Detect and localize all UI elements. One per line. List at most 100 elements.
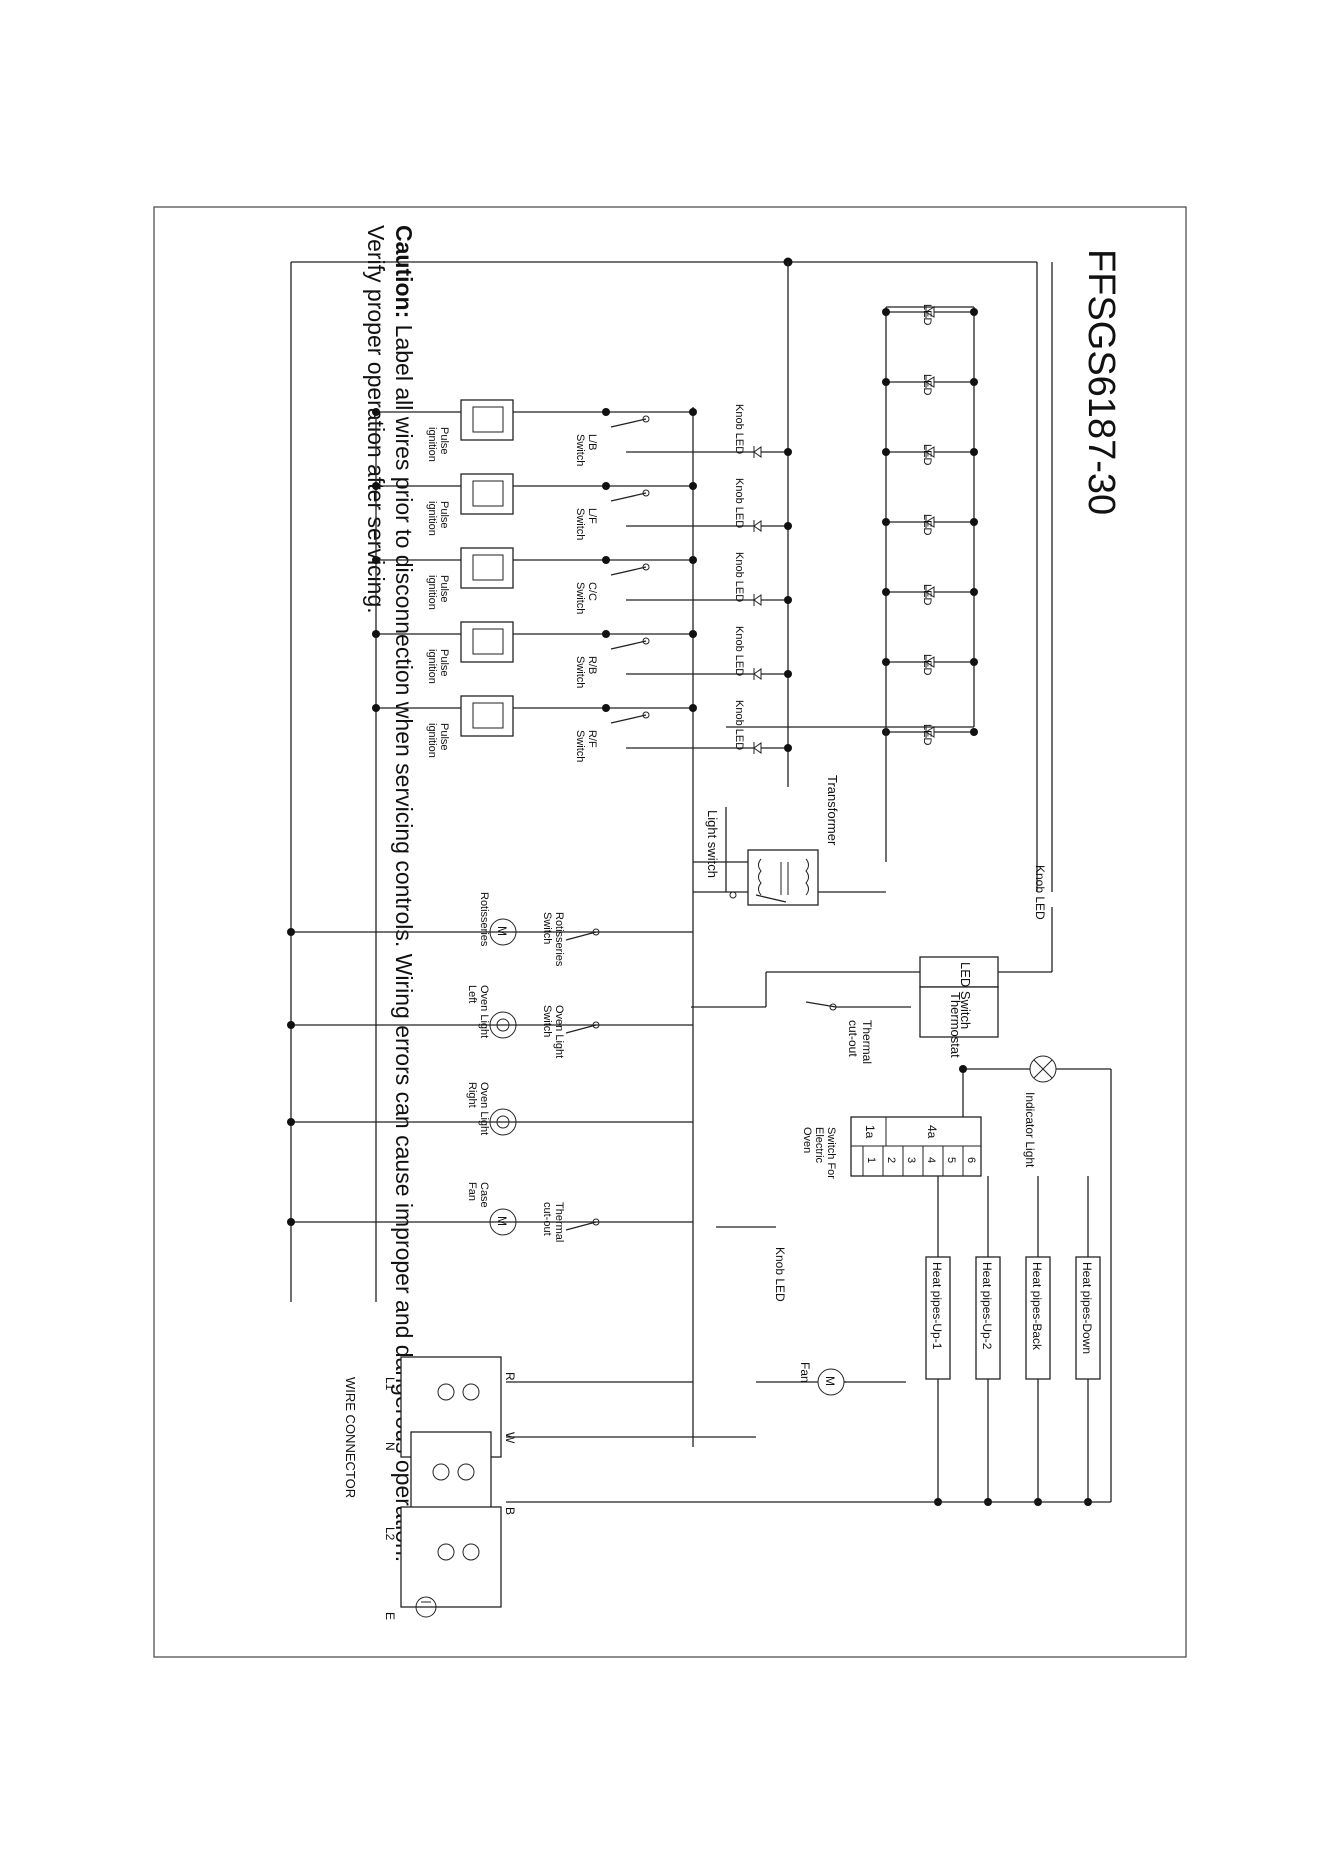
switch-label-b: Switch <box>574 434 586 466</box>
led-switch-label: LED Switch <box>958 962 973 1029</box>
load-label-b: Fan <box>466 1182 478 1201</box>
load-label-a: Oven Light <box>478 1082 490 1135</box>
switch-label-b: Switch <box>574 582 586 614</box>
pulse-label-a: Pulse <box>438 427 450 455</box>
pulse-label-b: ignition <box>426 649 438 684</box>
fan: M Fan <box>798 1362 845 1396</box>
led: LED <box>882 304 978 325</box>
led-switch-thermostat: LED Switch Thermostat <box>919 956 999 1058</box>
terminal-l1: L1 <box>383 1377 397 1391</box>
thermal-cutout-1-label-a: Thermal <box>860 1020 874 1064</box>
motor-symbol: M <box>495 1216 509 1226</box>
led-label: LED <box>921 374 933 395</box>
contact-4a: 4a <box>925 1125 939 1139</box>
fan-motor-label: M <box>823 1376 837 1386</box>
knob-led-top-label: Knob LED <box>1033 865 1047 920</box>
pin-label: 1 <box>865 1157 877 1163</box>
diagram-frame <box>153 206 1187 1658</box>
led-label: LED <box>921 304 933 325</box>
switch-label-a: Thermal <box>553 1202 565 1242</box>
switch-label-a: L/B <box>586 434 598 451</box>
led: LED <box>882 584 978 605</box>
led: LED <box>882 654 978 675</box>
switch-label-a: R/F <box>586 730 598 748</box>
pulse-label-a: Pulse <box>438 501 450 529</box>
knob-led-label: Knob LED <box>733 404 745 454</box>
terminal-b: B <box>503 1507 517 1515</box>
switch-label-b: Switch <box>574 730 586 762</box>
load-label: Rotisseries <box>478 892 490 947</box>
pin-label: 3 <box>905 1157 917 1163</box>
heat-pipe: Heat pipes-Up-1 <box>925 1176 951 1506</box>
indicator-light: Indicator Light <box>1023 1055 1057 1168</box>
motor-symbol: M <box>495 926 509 936</box>
pin-label: 6 <box>965 1157 977 1163</box>
switch-label-b: Switch <box>541 912 553 944</box>
light-switch-label: Light switch <box>705 810 720 878</box>
heat-pipe-label: Heat pipes-Back <box>1030 1262 1044 1351</box>
led: LED <box>882 724 978 745</box>
led-label: LED <box>921 584 933 605</box>
pin-label: 5 <box>945 1157 957 1163</box>
pulse-label-b: ignition <box>426 575 438 610</box>
led-label: LED <box>921 444 933 465</box>
switch-pin: 6 <box>962 1146 977 1176</box>
heat-pipe: Heat pipes-Back <box>1025 1176 1051 1506</box>
led-label: LED <box>921 654 933 675</box>
knob-led-label: Knob LED <box>733 626 745 676</box>
pulse-label-b: ignition <box>426 427 438 462</box>
heat-pipe-label: Heat pipes-Up-1 <box>930 1262 944 1350</box>
thermal-cutout-1: Thermal cut-out <box>805 1001 911 1064</box>
caution-line-1: Caution: Label all wires prior to discon… <box>391 225 417 1562</box>
led-label: LED <box>921 724 933 745</box>
switch-label-a: Rotisseries <box>553 912 565 967</box>
load-label-a: Case <box>478 1182 490 1208</box>
pulse-label-a: Pulse <box>438 649 450 677</box>
switch-pin: 4 <box>922 1146 937 1176</box>
switch-oven-label-a: Switch For <box>825 1127 837 1179</box>
switch-pin: 3 <box>902 1146 917 1176</box>
led: LED <box>882 514 978 535</box>
terminal-l2: L2 <box>383 1527 397 1541</box>
pulse-label-b: ignition <box>426 723 438 758</box>
earth-label: E <box>383 1612 397 1620</box>
led: LED <box>882 444 978 465</box>
switch-label-b: Switch <box>541 1005 553 1037</box>
switch-oven-label-c: Oven <box>801 1127 813 1153</box>
switch-pin: 5 <box>942 1146 957 1176</box>
knob-led-label: Knob LED <box>733 552 745 602</box>
knob-led-top: Knob LED <box>1033 262 1053 920</box>
fan-label: Fan <box>798 1362 812 1383</box>
heat-pipe: Heat pipes-Up-2 <box>975 1176 1001 1506</box>
wire-connector: R W B L1 N L2 WIRE CONNECTOR E <box>343 1356 517 1620</box>
load-label-b: Left <box>466 985 478 1003</box>
pulse-label-a: Pulse <box>438 575 450 603</box>
switch-label-b: cut-out <box>541 1202 553 1236</box>
switch-label-b: Switch <box>574 508 586 540</box>
heat-pipe-label: Heat pipes-Down <box>1080 1262 1094 1354</box>
switch-oven-label-b: Electric <box>813 1127 825 1164</box>
knob-led-label: Knob LED <box>733 478 745 528</box>
pin-label: 2 <box>885 1157 897 1163</box>
knob-led-oven-label: Knob LED <box>773 1247 787 1302</box>
transformer-label: Transformer <box>825 775 840 846</box>
switch-label-a: R/B <box>586 656 598 674</box>
heat-pipe: Heat pipes-Down <box>1075 1176 1101 1506</box>
light-switch: Light switch <box>693 807 787 903</box>
terminal-r: R <box>503 1372 517 1381</box>
terminal-n: N <box>383 1442 397 1451</box>
switch-label-a: Oven Light <box>553 1005 565 1058</box>
wire-connector-label: WIRE CONNECTOR <box>343 1377 358 1498</box>
indicator-light-label: Indicator Light <box>1023 1092 1037 1168</box>
knob-led-label: Knob LED <box>733 700 745 750</box>
thermal-cutout-1-label-b: cut-out <box>846 1020 860 1057</box>
knob-led-oven: Knob LED <box>716 1226 787 1302</box>
load-label-a: Oven Light <box>478 985 490 1038</box>
